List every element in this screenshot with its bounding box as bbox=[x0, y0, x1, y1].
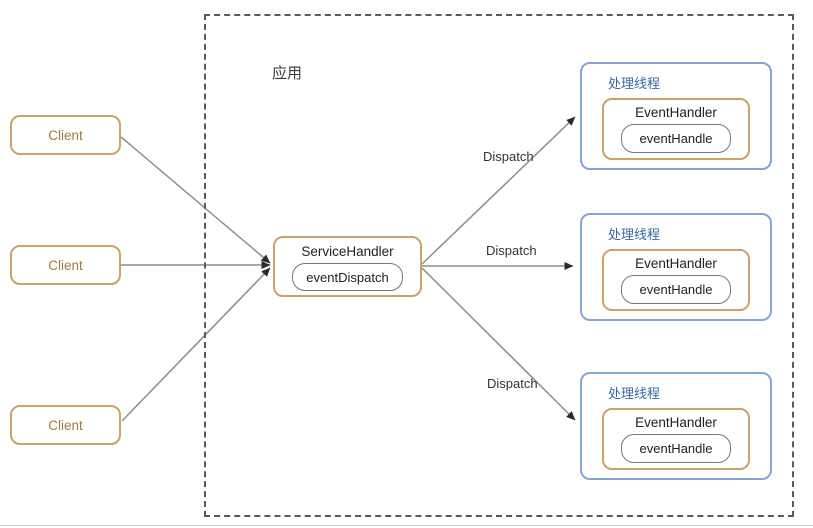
client-box-1: Client bbox=[10, 115, 121, 155]
dispatch-label-3: Dispatch bbox=[487, 376, 538, 391]
service-handler-box: ServiceHandler eventDispatch bbox=[273, 236, 422, 297]
thread-box-3: 处理线程 EventHandler eventHandle bbox=[580, 372, 772, 480]
image-bottom-edge bbox=[0, 525, 813, 526]
event-handler-box: EventHandler eventHandle bbox=[602, 249, 750, 311]
thread-label: 处理线程 bbox=[608, 227, 661, 242]
client-label: Client bbox=[48, 417, 83, 433]
event-dispatch-box: eventDispatch bbox=[292, 263, 403, 291]
event-handle-box: eventHandle bbox=[621, 124, 731, 153]
event-dispatch-label: eventDispatch bbox=[306, 269, 389, 285]
client-label: Client bbox=[48, 127, 83, 143]
thread-box-2: 处理线程 EventHandler eventHandle bbox=[580, 213, 772, 321]
dispatch-label-1: Dispatch bbox=[483, 149, 534, 164]
event-handle-label: eventHandle bbox=[639, 441, 713, 456]
client-box-3: Client bbox=[10, 405, 121, 445]
event-handler-title: EventHandler bbox=[635, 256, 717, 271]
dispatch-label-2: Dispatch bbox=[486, 243, 537, 258]
client-label: Client bbox=[48, 257, 83, 273]
event-handle-label: eventHandle bbox=[639, 131, 713, 146]
application-boundary bbox=[204, 14, 794, 517]
event-handler-title: EventHandler bbox=[635, 415, 717, 430]
thread-label: 处理线程 bbox=[608, 386, 661, 401]
event-handle-label: eventHandle bbox=[639, 282, 713, 297]
event-handler-box: EventHandler eventHandle bbox=[602, 98, 750, 160]
event-handle-box: eventHandle bbox=[621, 434, 731, 463]
service-handler-title: ServiceHandler bbox=[301, 244, 394, 259]
thread-box-1: 处理线程 EventHandler eventHandle bbox=[580, 62, 772, 170]
application-label: 应用 bbox=[272, 65, 303, 82]
event-handle-box: eventHandle bbox=[621, 275, 731, 304]
thread-label: 处理线程 bbox=[608, 76, 661, 91]
event-handler-box: EventHandler eventHandle bbox=[602, 408, 750, 470]
client-box-2: Client bbox=[10, 245, 121, 285]
event-handler-title: EventHandler bbox=[635, 105, 717, 120]
